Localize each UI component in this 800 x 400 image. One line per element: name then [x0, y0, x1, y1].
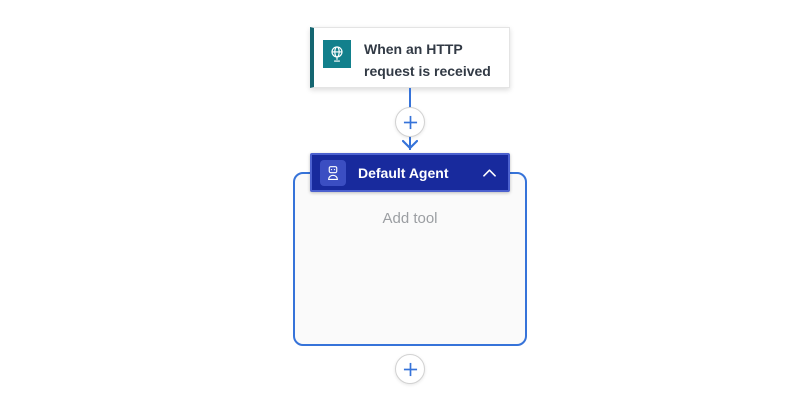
robot-agent-icon — [320, 159, 346, 186]
insert-step-button[interactable] — [395, 107, 425, 137]
add-tool-label: Add tool — [382, 210, 438, 227]
arrow-down-icon — [402, 139, 418, 150]
chevron-up-icon — [483, 168, 496, 177]
add-action-button[interactable] — [395, 354, 425, 384]
agent-card-header[interactable]: Default Agent — [310, 153, 510, 192]
trigger-title: When an HTTP request is received — [364, 41, 491, 79]
plus-icon — [403, 115, 417, 129]
agent-scope-container — [293, 172, 527, 346]
collapse-agent-button[interactable] — [479, 167, 500, 179]
http-request-icon — [323, 40, 351, 68]
agent-title: Default Agent — [358, 164, 449, 181]
trigger-card-http-request[interactable]: When an HTTP request is received — [310, 27, 510, 88]
plus-icon — [403, 362, 417, 376]
